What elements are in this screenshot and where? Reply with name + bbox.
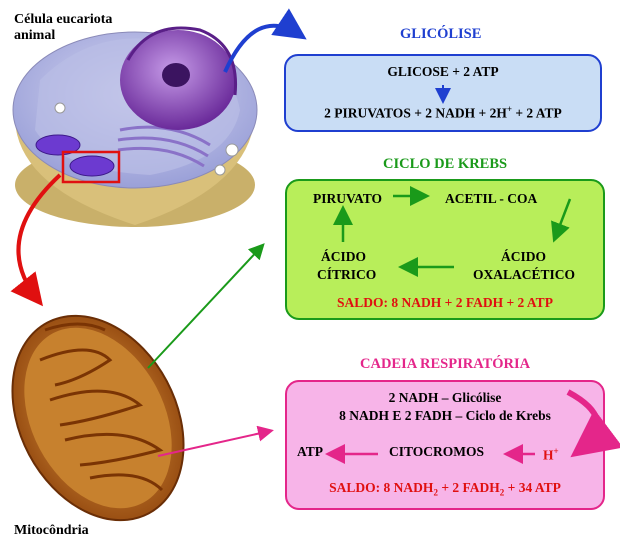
arrow-to-cadeia [157,425,274,457]
cadeia-line2: 8 NADH E 2 FADH – Ciclo de Krebs [339,408,551,423]
glicolise-title: GLICÓLISE [400,26,482,42]
krebs-acido-oxa-1: ÁCIDO [501,249,547,264]
krebs-acido-cit-2: CÍTRICO [317,267,377,282]
krebs-title: CICLO DE KREBS [383,156,508,172]
arrow-to-mito [10,173,62,307]
cell-illustration [12,26,258,227]
cell-label: Célula eucariota animal [14,12,113,43]
arrow-to-glicolise [223,8,307,73]
glicolise-line1: GLICOSE + 2 ATP [387,64,499,79]
cadeia-box: 2 NADH – Glicólise 8 NADH E 2 FADH – Cic… [285,380,605,510]
krebs-acetil: ACETIL - COA [445,191,538,206]
cadeia-citocromos: CITOCROMOS [389,444,485,459]
highlight-box [61,150,121,184]
arrow-to-krebs [147,243,265,369]
krebs-box: PIRUVATO ACETIL - COA ÁCIDO OXALACÉTICO … [285,179,605,320]
glicolise-line2: 2 PIRUVATOS + 2 NADH + 2H+ + 2 ATP [324,104,562,121]
krebs-acido-cit-1: ÁCIDO [321,249,367,264]
cadeia-title: CADEIA RESPIRATÓRIA [360,356,531,372]
krebs-acido-oxa-2: OXALACÉTICO [473,267,576,282]
glicolise-box: GLICOSE + 2 ATP 2 PIRUVATOS + 2 NADH + 2… [284,54,602,132]
mitochondrion-illustration [11,314,185,522]
mito-label: Mitocôndria [14,523,89,538]
krebs-saldo: SALDO: 8 NADH + 2 FADH + 2 ATP [337,295,553,310]
cadeia-line1: 2 NADH – Glicólise [388,390,502,405]
cadeia-saldo: SALDO: 8 NADH2 + 2 FADH2 + 34 ATP [329,480,561,498]
cadeia-atp: ATP [297,444,323,459]
krebs-piruvato: PIRUVATO [313,191,383,206]
cadeia-h: H+ [543,446,559,463]
